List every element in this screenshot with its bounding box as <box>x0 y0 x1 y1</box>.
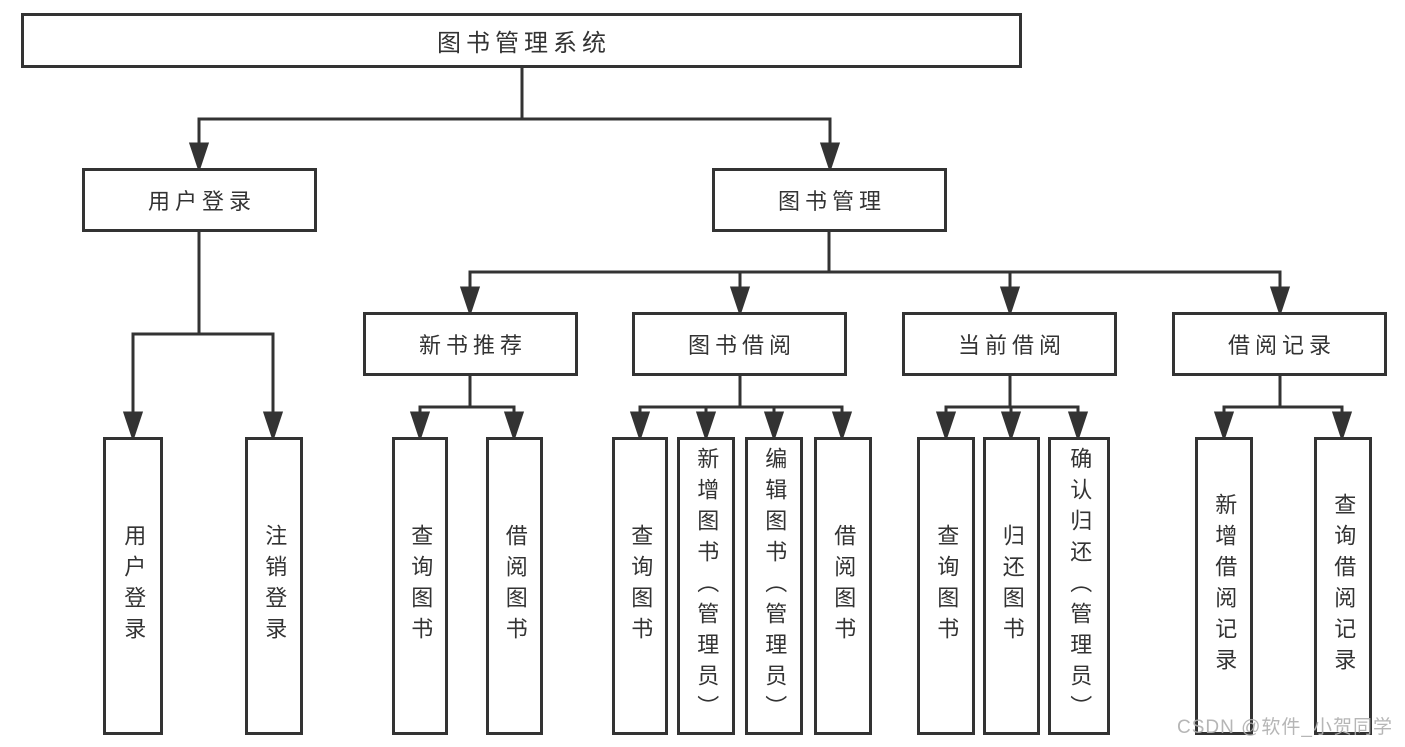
arrowhead <box>695 411 717 442</box>
leaf-label: 借阅图书 <box>831 524 857 648</box>
connector-borrow-records-to-children <box>1213 376 1353 442</box>
leaf-label: 编辑图书（管理员） <box>762 446 788 726</box>
arrowhead <box>729 286 751 317</box>
leaf-query-books-recommend: 查询图书 <box>392 437 448 735</box>
arrowhead <box>999 286 1021 317</box>
connector-new-book-recommend-to-children <box>409 376 525 442</box>
leaf-add-books-admin: 新增图书（管理员） <box>677 437 735 735</box>
leaf-label: 新增借阅记录 <box>1212 493 1238 679</box>
leaf-query-borrow-record: 查询借阅记录 <box>1314 437 1372 735</box>
leaf-label: 查询图书 <box>934 524 960 648</box>
connector-root-to-level2 <box>188 68 841 173</box>
leaf-borrow-books-recommend: 借阅图书 <box>486 437 543 735</box>
leaf-add-borrow-record: 新增借阅记录 <box>1195 437 1253 735</box>
arrowhead <box>819 142 841 173</box>
arrowhead <box>1269 286 1291 317</box>
arrowhead <box>188 142 210 173</box>
arrowhead <box>459 286 481 317</box>
arrowhead <box>262 411 284 442</box>
leaf-logout: 注销登录 <box>245 437 303 735</box>
arrowhead <box>831 411 853 442</box>
leaf-label: 查询图书 <box>628 524 654 648</box>
node-user-login: 用户登录 <box>82 168 317 232</box>
node-new-book-recommend: 新书推荐 <box>363 312 578 376</box>
arrowhead <box>629 411 651 442</box>
connector-book-borrowing-to-children <box>629 376 853 442</box>
leaf-label: 用户登录 <box>121 524 147 648</box>
connector-current-borrowing-to-children <box>935 376 1089 442</box>
leaf-edit-books-admin: 编辑图书（管理员） <box>745 437 803 735</box>
leaf-query-books-current: 查询图书 <box>917 437 975 735</box>
leaf-label: 确认归还（管理员） <box>1067 446 1093 726</box>
connector-book-management-to-level3 <box>459 232 1291 317</box>
leaf-user-login: 用户登录 <box>103 437 163 735</box>
leaf-confirm-return-admin: 确认归还（管理员） <box>1048 437 1110 735</box>
node-book-management: 图书管理 <box>712 168 947 232</box>
leaf-query-books-borrowing: 查询图书 <box>612 437 668 735</box>
leaf-label: 新增图书（管理员） <box>694 446 720 726</box>
arrowhead <box>935 411 957 442</box>
arrowhead <box>409 411 431 442</box>
node-current-borrowing: 当前借阅 <box>902 312 1117 376</box>
node-book-borrowing: 图书借阅 <box>632 312 847 376</box>
leaf-label: 查询借阅记录 <box>1331 493 1357 679</box>
leaf-label: 注销登录 <box>262 524 288 648</box>
arrowhead <box>1000 411 1022 442</box>
arrowhead <box>122 411 144 442</box>
arrowhead <box>1331 411 1353 442</box>
node-borrow-records: 借阅记录 <box>1172 312 1387 376</box>
arrowhead <box>503 411 525 442</box>
leaf-return-books: 归还图书 <box>983 437 1040 735</box>
csdn-watermark: CSDN @软件_小贺同学 <box>1177 717 1393 738</box>
arrowhead <box>763 411 785 442</box>
leaf-label: 归还图书 <box>999 524 1025 648</box>
leaf-borrow-books: 借阅图书 <box>814 437 872 735</box>
connector-user-login-to-children <box>122 232 284 442</box>
leaf-label: 查询图书 <box>408 524 434 648</box>
leaf-label: 借阅图书 <box>502 524 528 648</box>
node-library-management-system: 图书管理系统 <box>21 13 1022 68</box>
arrowhead <box>1213 411 1235 442</box>
arrowhead <box>1067 411 1089 442</box>
